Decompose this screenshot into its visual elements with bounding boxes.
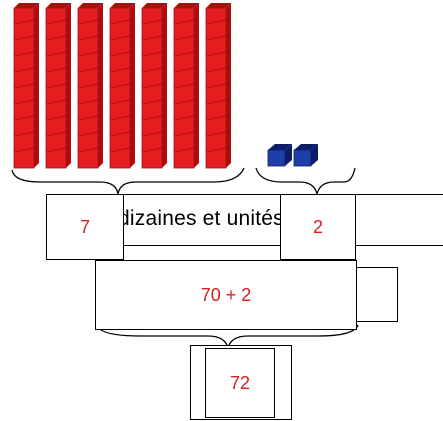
- tens-rod: [45, 3, 72, 169]
- tens-rod: [205, 3, 232, 169]
- tens-rod: [77, 3, 104, 169]
- unit-cube: [267, 144, 292, 167]
- result-answer-box[interactable]: 72: [205, 348, 275, 418]
- sum-answer-box[interactable]: 70 + 2: [95, 260, 357, 330]
- tens-rod: [13, 3, 40, 169]
- tens-brace: [11, 167, 245, 195]
- tens-rod: [109, 3, 136, 169]
- tens-rod: [173, 3, 200, 169]
- unit-cube: [293, 144, 318, 167]
- unit-cubes: [267, 144, 318, 167]
- tens-answer-box[interactable]: 7: [46, 194, 124, 260]
- tens-rod: [141, 3, 168, 169]
- sentence-strip: [70, 194, 443, 246]
- tens-rods: [13, 3, 232, 169]
- sentence-text: dizaines et unités: [118, 207, 284, 230]
- units-answer-box[interactable]: 2: [280, 194, 356, 260]
- units-brace: [255, 167, 356, 195]
